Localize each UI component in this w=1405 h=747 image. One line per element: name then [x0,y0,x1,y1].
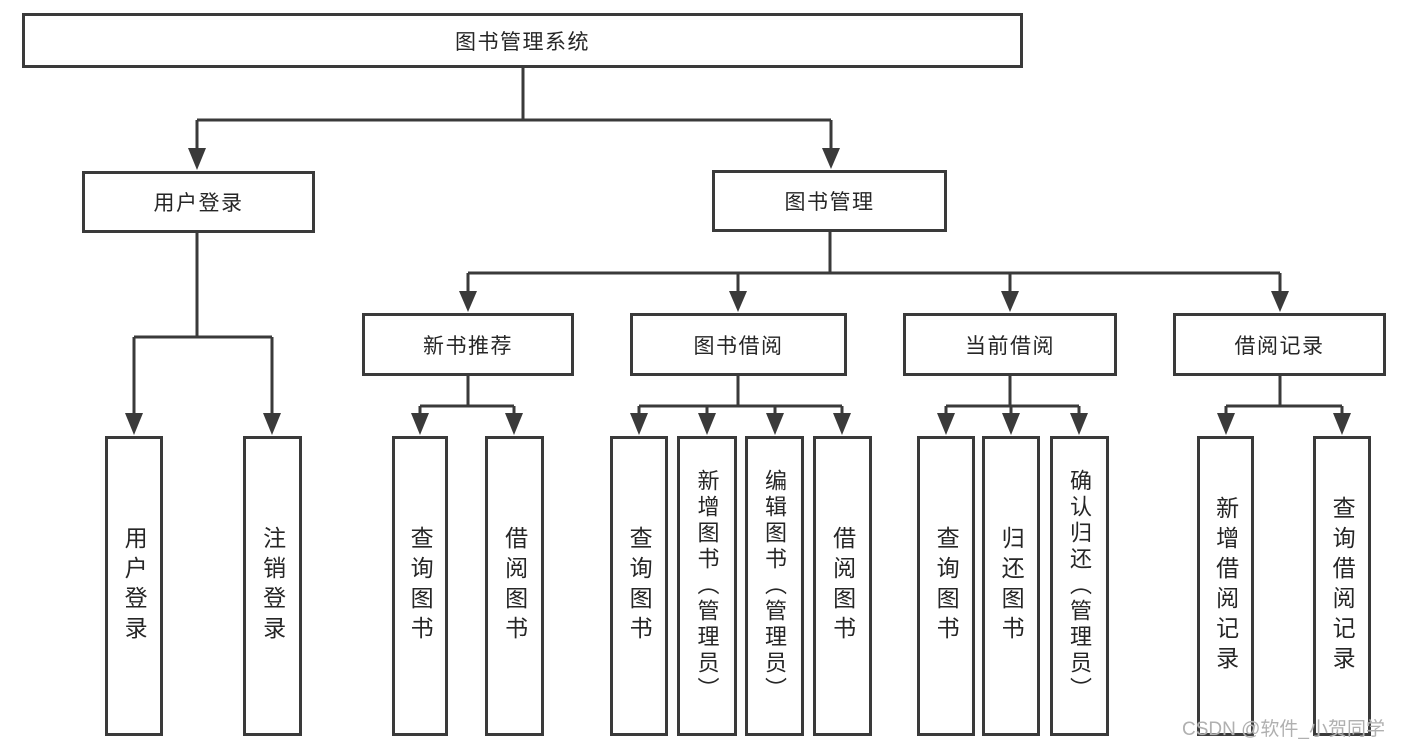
node-label: 图书管理 [784,191,875,214]
node-new-book-recommend: 新书推荐 [362,313,574,376]
leaf-label: 借阅图书 [501,526,528,646]
node-book-management: 图书管理 [712,170,947,232]
leaf-label: 查询图书 [626,526,653,646]
node-book-borrow: 图书借阅 [630,313,847,376]
leaf-user-login: 用户登录 [105,436,163,736]
node-borrow-record: 借阅记录 [1173,313,1386,376]
arrowhead-icons [125,148,1351,435]
node-user-login-group: 用户登录 [82,171,315,233]
leaf-return-book: 归还图书 [982,436,1040,736]
leaf-label: 归还图书 [998,526,1025,646]
leaf-query-borrow-record: 查询借阅记录 [1313,436,1371,736]
node-label: 图书管理系统 [455,30,590,54]
leaf-label: 新增图书（管理员） [694,469,720,703]
leaf-add-borrow-record: 新增借阅记录 [1197,436,1254,736]
leaf-label: 新增借阅记录 [1212,496,1239,676]
leaf-logout: 注销登录 [243,436,302,736]
leaf-borrow-book: 借阅图书 [813,436,872,736]
leaf-query-book: 查询图书 [917,436,975,736]
node-label: 借阅记录 [1234,334,1325,358]
csdn-watermark: CSDN @软件_小贺同学 [1182,719,1385,740]
leaf-confirm-return-admin: 确认归还（管理员） [1050,436,1109,736]
leaf-label: 查询借阅记录 [1329,496,1356,676]
leaf-edit-book-admin: 编辑图书（管理员） [745,436,804,736]
node-label: 图书借阅 [693,334,784,358]
leaf-borrow-book: 借阅图书 [485,436,544,736]
leaf-add-book-admin: 新增图书（管理员） [677,436,737,736]
leaf-label: 用户登录 [121,526,148,646]
leaf-query-book: 查询图书 [610,436,668,736]
leaf-label: 注销登录 [259,526,286,646]
leaf-query-book: 查询图书 [392,436,448,736]
node-label: 用户登录 [153,192,244,215]
leaf-label: 查询图书 [933,526,960,646]
leaf-label: 编辑图书（管理员） [762,469,788,703]
leaf-label: 借阅图书 [829,526,856,646]
node-label: 当前借阅 [965,334,1055,358]
node-current-borrow: 当前借阅 [903,313,1117,376]
node-label: 新书推荐 [423,334,513,358]
leaf-label: 查询图书 [407,526,434,646]
leaf-label: 确认归还（管理员） [1067,469,1093,703]
node-library-system: 图书管理系统 [22,13,1023,68]
